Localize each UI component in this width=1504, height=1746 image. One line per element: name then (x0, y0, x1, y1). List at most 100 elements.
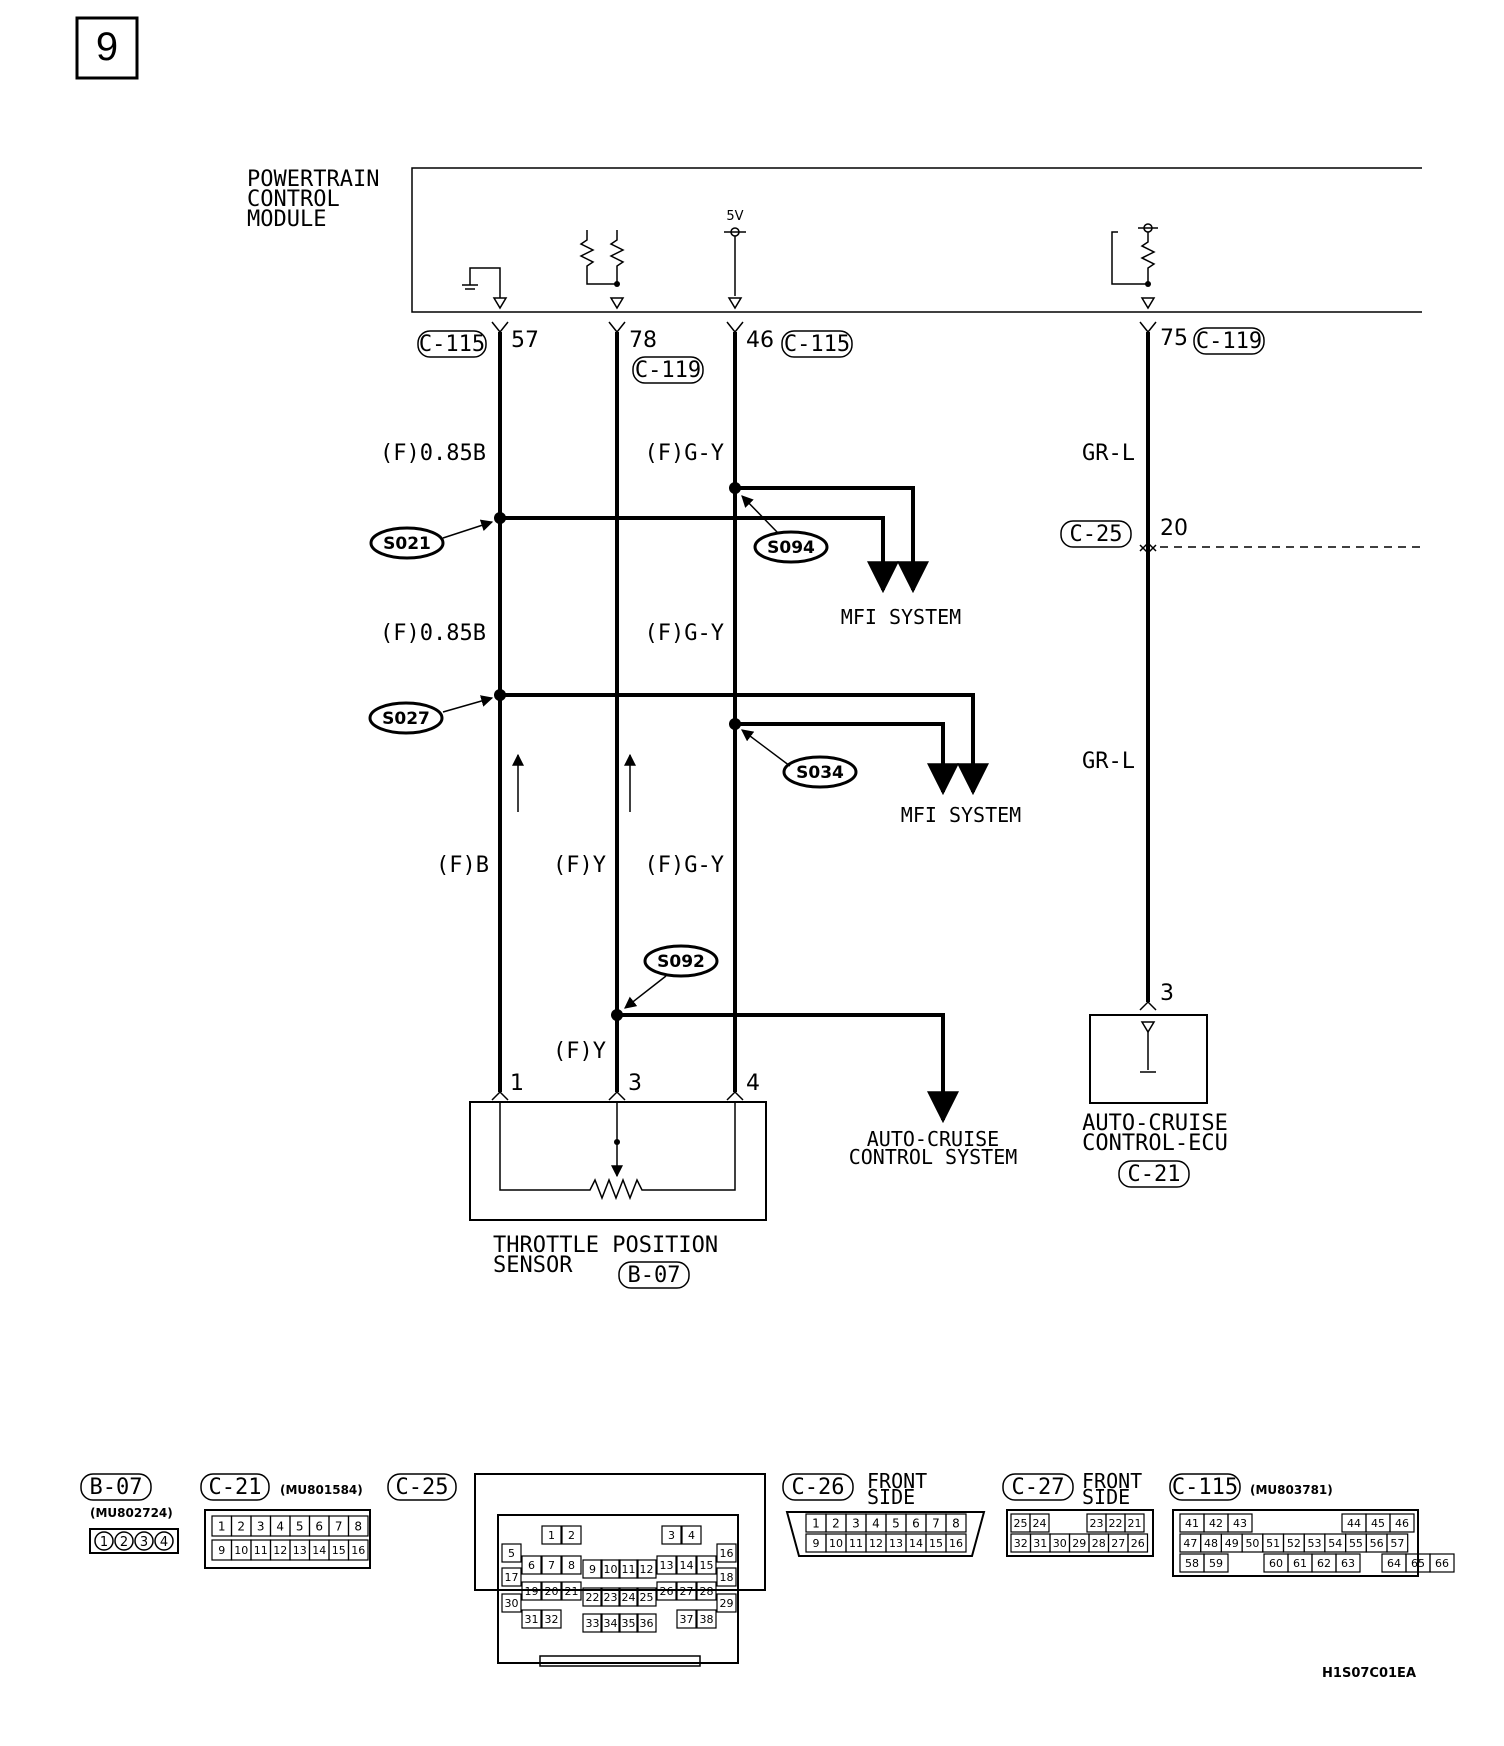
svg-text:FRONT: FRONT (1082, 1469, 1142, 1493)
c25-pin-cell (600, 1587, 621, 1607)
c25-pin: 35 (622, 1617, 636, 1630)
wire-label-w6: GR-L (1082, 749, 1135, 774)
c115-pin: 53 (1308, 1537, 1322, 1550)
c26-pin: 2 (832, 1516, 840, 1530)
c25-pin-cell (716, 1593, 737, 1613)
wire-label-w1: (F)0.85B (380, 441, 486, 466)
c115-pin: 47 (1183, 1537, 1197, 1550)
splice-s094-oval (753, 530, 829, 564)
c25-pin: 4 (688, 1529, 695, 1542)
c21-pin-cell (347, 1539, 369, 1561)
c26-pin: 8 (952, 1516, 960, 1530)
c115-pin: 61 (1293, 1557, 1307, 1570)
svg-text:(MU803781): (MU803781) (1250, 1483, 1333, 1497)
c119-75-oval (1193, 327, 1265, 355)
c115-pin-cell (1429, 1553, 1455, 1573)
c25-pin: 8 (568, 1559, 575, 1572)
c25-pin: 28 (700, 1585, 714, 1598)
c25-pin-cell (676, 1581, 697, 1601)
c25-pin: 3 (668, 1529, 675, 1542)
s027-pointer (442, 695, 494, 713)
c27-pin-cell (1029, 1513, 1050, 1533)
c25-pin: 37 (680, 1613, 694, 1626)
tps-pin-4: 4 (746, 1071, 760, 1096)
c25-pin-cell (541, 1525, 562, 1545)
c115-pin-cell (1335, 1553, 1361, 1573)
splice-s027-oval (368, 701, 444, 735)
c119-75-label: C-119 (1196, 329, 1262, 354)
c115-pin: 65 (1411, 1557, 1425, 1570)
pcm-5v-label: 5V (726, 209, 743, 224)
c25-pin: 18 (720, 1571, 734, 1584)
c25-pin: 9 (589, 1563, 596, 1576)
c115-pin: 60 (1269, 1557, 1283, 1570)
c21-pin: 8 (354, 1519, 362, 1533)
c25-pin-cell (561, 1555, 582, 1575)
c25-pin: 36 (640, 1617, 654, 1630)
wire-label-w8: (F)Y (553, 853, 606, 878)
c25-pin: 7 (548, 1559, 555, 1572)
splice-s021: S021 (383, 534, 431, 554)
pcm-resistor-symbol (579, 230, 625, 310)
c21-label: C-21 (1128, 1162, 1181, 1187)
branch-s027 (500, 693, 989, 796)
wire-label-w5: (F)G-Y (645, 621, 724, 646)
c25-pin-cell (582, 1613, 603, 1633)
c115-pin: 66 (1435, 1557, 1449, 1570)
c25-pin: 12 (640, 1563, 654, 1576)
c115-pin: 63 (1341, 1557, 1355, 1570)
c21-pin: 1 (218, 1519, 226, 1533)
wire-label-w3: GR-L (1082, 441, 1135, 466)
c26-pin: 15 (929, 1537, 943, 1550)
splice-s094: S094 (767, 538, 815, 558)
c27-pin: 22 (1109, 1517, 1123, 1530)
c25-pin: 6 (528, 1559, 535, 1572)
c25-pin-cell (716, 1567, 737, 1587)
pin-57: 57 (511, 328, 539, 353)
c27-pin: 21 (1128, 1517, 1142, 1530)
c27-pin: 29 (1072, 1537, 1086, 1550)
c26-pin: 9 (813, 1537, 820, 1550)
ecu-box (1089, 1014, 1208, 1104)
c26-pin: 6 (912, 1516, 920, 1530)
dest-mfi-2: MFI SYSTEM (901, 803, 1021, 827)
c25-pin-cell (582, 1559, 603, 1579)
c26-pin: 13 (889, 1537, 903, 1550)
c25-pin-cell (541, 1581, 562, 1601)
svg-text:C-26: C-26 (792, 1475, 845, 1500)
splice-s027: S027 (382, 709, 430, 729)
c21-pin: 7 (335, 1519, 343, 1533)
c25-pin-cell (501, 1593, 522, 1613)
svg-text:3: 3 (140, 1535, 148, 1550)
c25-pin: 22 (586, 1591, 600, 1604)
tps-pin1-mark (491, 1090, 509, 1101)
c115-pin: 57 (1390, 1537, 1404, 1550)
c25-pin: 31 (525, 1613, 539, 1626)
c27-pin: 23 (1090, 1517, 1104, 1530)
c25-pin-cell (696, 1555, 717, 1575)
c119-78-oval (632, 356, 704, 384)
c26-pin: 16 (949, 1537, 963, 1550)
pcm-pullup-symbol (1111, 223, 1158, 310)
c25-pin: 11 (622, 1563, 636, 1576)
tps-name-2: SENSOR (493, 1253, 573, 1278)
c27-pin-cell (1127, 1533, 1149, 1553)
c25-pin-cell (618, 1559, 639, 1579)
wire-label-w9: (F)G-Y (645, 853, 724, 878)
c115-left-oval (417, 330, 487, 358)
c25-pin-cell (561, 1581, 582, 1601)
c25-pin: 23 (604, 1591, 618, 1604)
c21-pin: 9 (218, 1544, 225, 1557)
c21-pin: 2 (237, 1519, 245, 1533)
c27-pin: 26 (1131, 1537, 1145, 1550)
tps-potentiometer (499, 1102, 736, 1201)
pcm-title-1: POWERTRAIN (247, 167, 379, 192)
c115-pin: 62 (1317, 1557, 1331, 1570)
c25-pin: 2 (568, 1529, 575, 1542)
c25-pin: 26 (660, 1585, 674, 1598)
c115-pin: 59 (1209, 1557, 1223, 1570)
c25-pin-cell (501, 1567, 522, 1587)
